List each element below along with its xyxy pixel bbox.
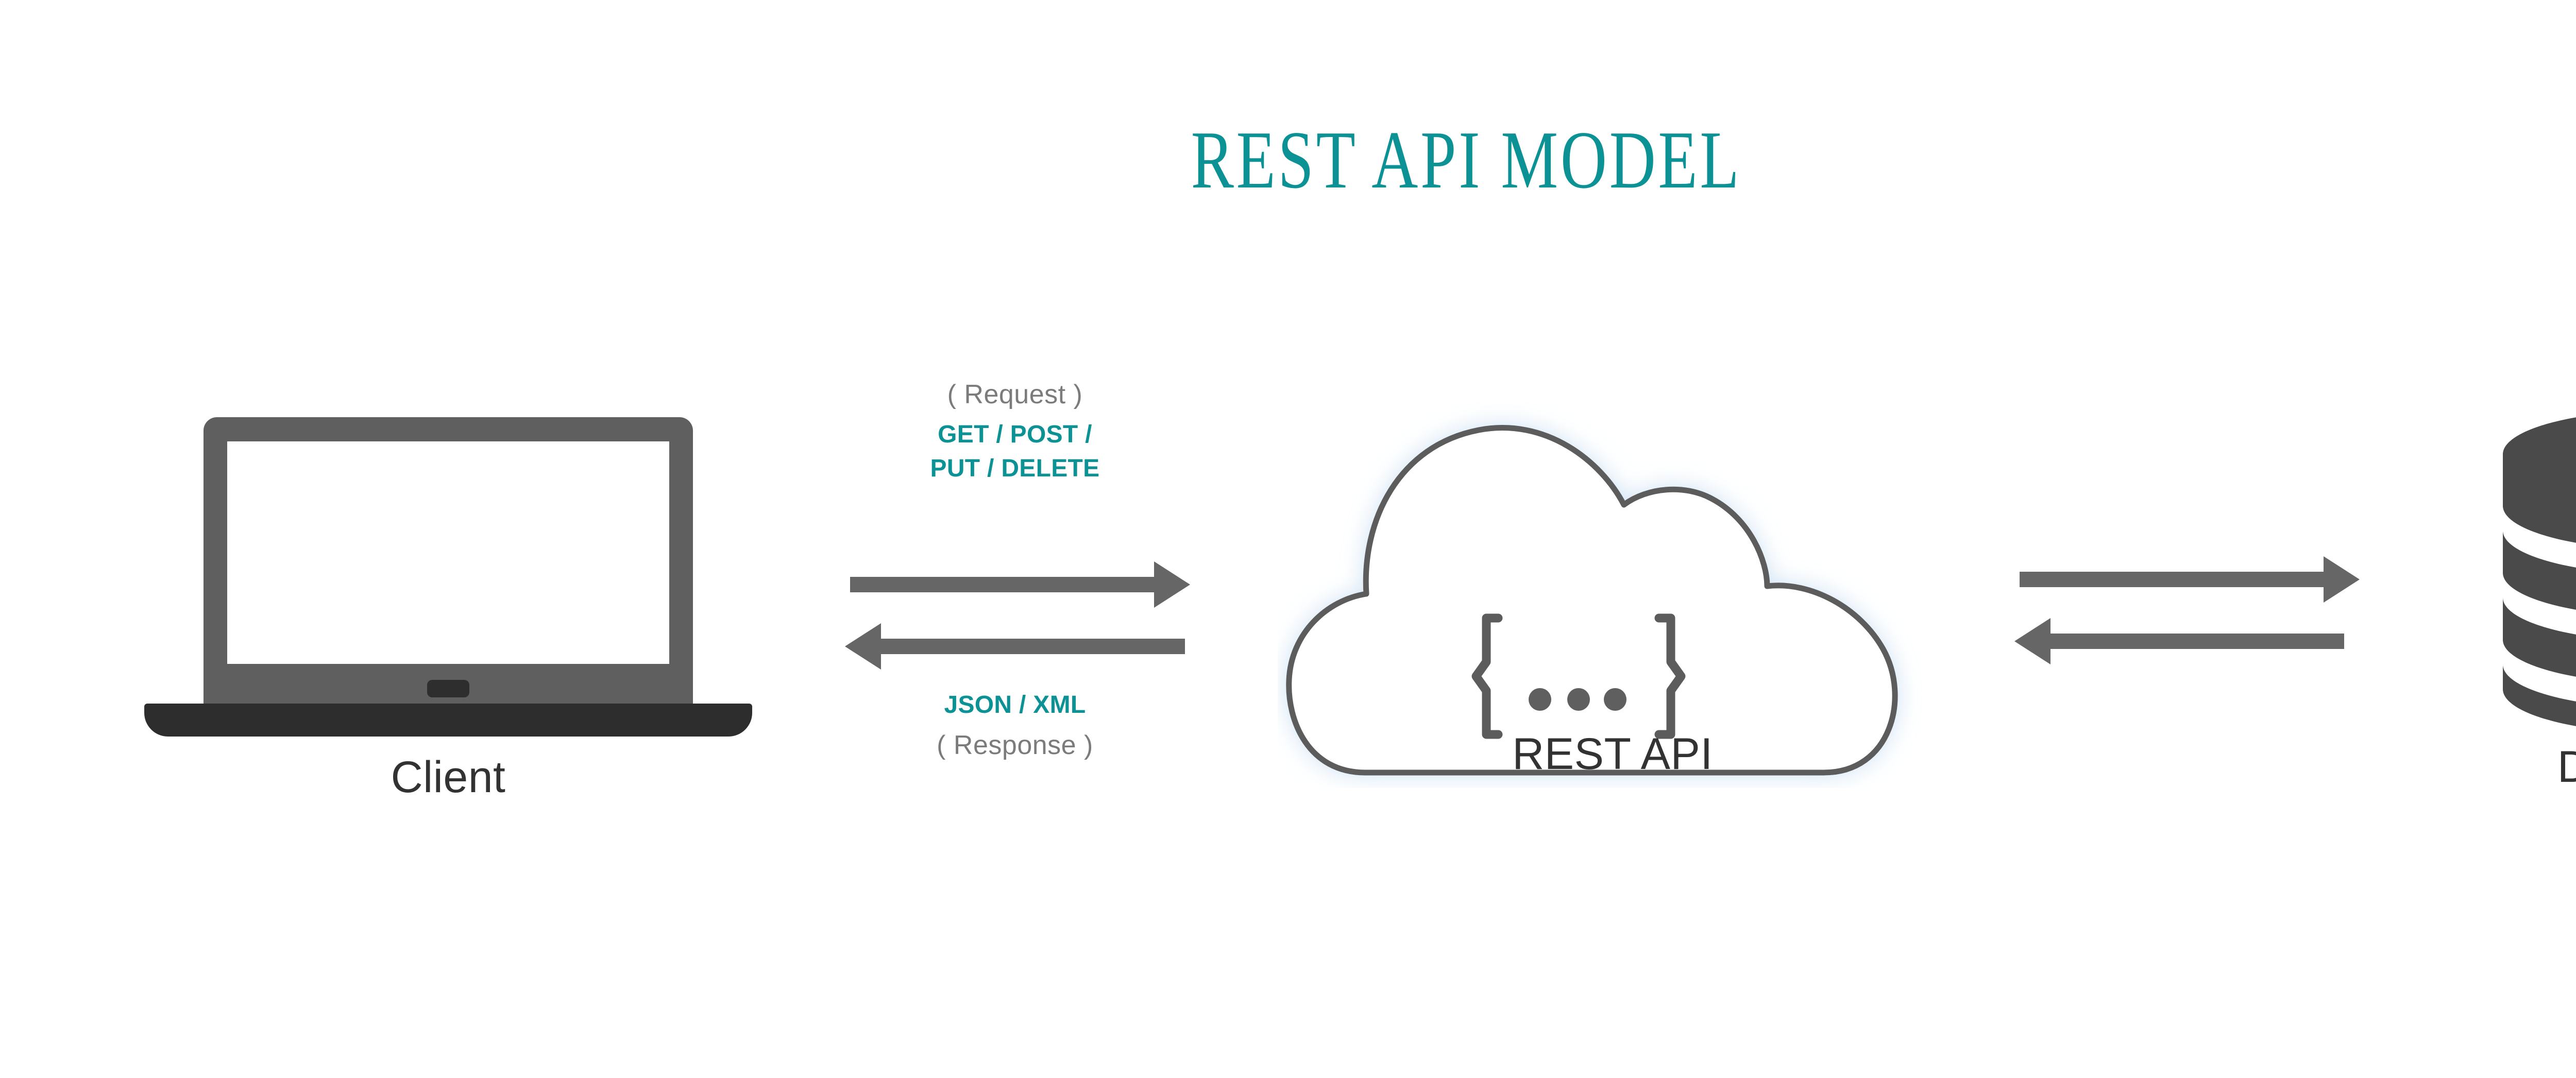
laptop-camera-notch <box>427 680 469 697</box>
database-label: Database <box>2557 742 2576 792</box>
request-label-group: ( Request ) GET / POST / PUT / DELETE <box>819 381 1211 481</box>
page-title: REST API MODEL <box>1191 114 1742 206</box>
request-caption: ( Request ) <box>947 380 1083 409</box>
laptop-screen <box>227 441 669 664</box>
ellipsis-dots <box>1529 688 1626 711</box>
client-label: Client <box>391 752 506 802</box>
query-arrow <box>2020 556 2360 603</box>
code-braces-glyph <box>1471 613 1686 739</box>
request-arrow <box>850 561 1190 608</box>
api-database-connectors <box>2009 551 2385 731</box>
response-arrow <box>845 623 1185 670</box>
database-cylinder-icon <box>2503 417 2576 726</box>
http-methods-line-1: GET / POST / <box>938 421 1092 448</box>
laptop-base <box>144 704 752 737</box>
rest-api-node: REST API <box>1278 391 1947 829</box>
response-caption: ( Response ) <box>937 730 1093 760</box>
client-api-connectors <box>824 556 1211 737</box>
laptop-lid <box>204 417 693 711</box>
laptop-icon <box>144 417 752 829</box>
response-label-group: JSON / XML ( Response ) <box>819 693 1211 759</box>
cloud-icon <box>1286 425 1898 776</box>
http-methods-line-2: PUT / DELETE <box>930 455 1100 482</box>
result-arrow <box>2014 618 2344 664</box>
client-node: Client <box>144 417 752 829</box>
response-format: JSON / XML <box>944 691 1086 718</box>
database-node: Database <box>2494 407 2576 829</box>
rest-api-label: REST API <box>1512 729 1713 779</box>
